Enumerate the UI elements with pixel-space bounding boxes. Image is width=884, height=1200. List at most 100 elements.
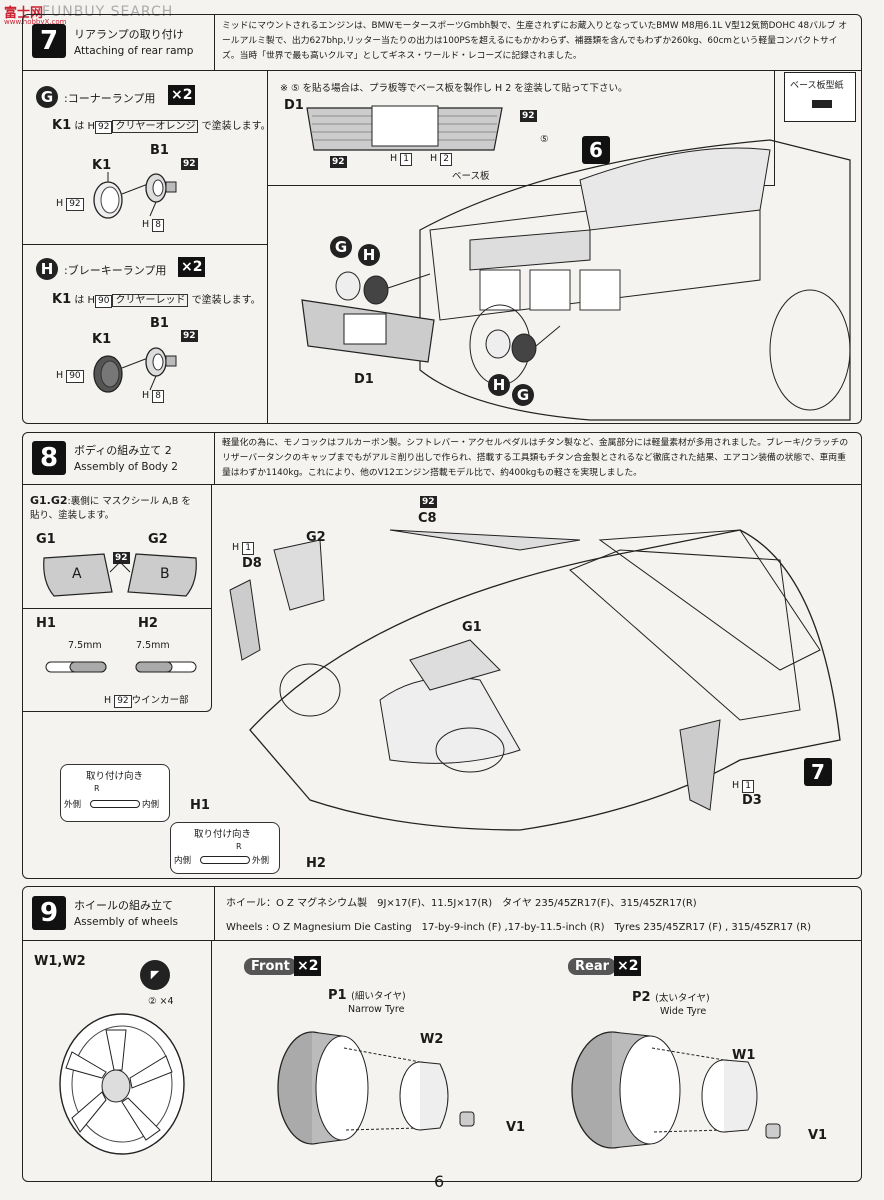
base-template-box [784, 72, 856, 122]
sub-h-label-h90-box: 90 [66, 370, 84, 383]
step7-note: ミッドにマウントされるエンジンは、BMWモータースポーツGmbh製で、生産されず… [222, 21, 848, 61]
mount-dir-h2-title: 取り付け向き [194, 829, 252, 840]
d1-label-inset: D1 [284, 98, 304, 113]
sub-g-label-h8: H 8 [142, 219, 164, 232]
label-g1-note: G1 [36, 532, 56, 547]
front-badge: Front [244, 958, 297, 975]
sub-h-label-h-letter: H [56, 370, 64, 381]
label-p1: P1 (細いタイヤ) [328, 988, 406, 1003]
winker-text: ウインカー部 [131, 695, 189, 706]
wheel-decal-label: ② ×4 [148, 996, 174, 1007]
inset-h1-letter: H [390, 153, 398, 164]
rear-car-drawing [419, 139, 851, 421]
sub-h-label-h90: H 90 [56, 370, 84, 383]
step7-title-jp: リアランプの取り付け [74, 28, 184, 41]
label-h1-note: H1 [36, 616, 56, 631]
step9-title-jp: ホイールの組み立て [74, 899, 173, 912]
sub-h-paint-part: K1 [52, 292, 72, 307]
decal-note-box [268, 70, 775, 186]
rear-lamps-exploded [335, 271, 561, 363]
label-p1-code: P1 [328, 988, 347, 1003]
mount-dir-h1-title: 取り付け向き [86, 771, 144, 782]
step9-spec-jp: ホイール：O Z マグネシウム製 9J×17(F)、11.5J×17(R) タイ… [226, 898, 697, 909]
watermark-logo-sub: www.hobbyX.com [4, 18, 67, 26]
mount-dir-h2-box [170, 822, 280, 874]
decal-note: ※ ⑤ を貼る場合は、プラ板等でベース板を製作し H 2 を塗装して貼って下さい… [280, 83, 628, 94]
inset-h2-letter: H [430, 153, 438, 164]
ref-step-7: 7 [804, 758, 832, 786]
sub-g-lamp-diagram [93, 172, 177, 219]
front-qty: ×2 [294, 956, 322, 976]
label-p2: P2 (太いタイヤ) [632, 990, 710, 1005]
step7-number: 7 [32, 24, 66, 58]
sub-g-label-h8-box: 8 [152, 219, 164, 232]
label-c8: C8 [418, 511, 437, 526]
step7-header-vdivider [214, 14, 215, 70]
mount-dir-h2-inner: 内側 [174, 856, 192, 866]
mask-windows-diagram [43, 553, 197, 597]
step7-left-hdivider [22, 244, 267, 245]
rear-g-badge-bottom: G [512, 384, 534, 406]
sub-h-label-h8-letter: H [142, 390, 150, 401]
sub-g-label-h8-letter: H [142, 219, 150, 230]
sub-h-paint-post: で塗装します。 [191, 295, 261, 306]
label-h1-body: H1 [190, 798, 210, 813]
label-v1-rear: V1 [808, 1128, 828, 1143]
label-g1-body: G1 [462, 620, 482, 635]
step8-number: 8 [32, 441, 66, 475]
rear-g-badge-top: G [330, 236, 352, 258]
sub-h-title: :ブレーキーランプ用 [64, 264, 167, 277]
ref-step-6: 6 [582, 136, 610, 164]
g-note-divider [22, 608, 212, 609]
g-note-text: :裏側に マスクシール A,B を貼り、塗装します。 [30, 496, 191, 521]
wheel-face-drawing [59, 1013, 185, 1155]
label-v1-front: V1 [506, 1120, 526, 1135]
step8-header-vdivider [214, 432, 215, 484]
d8-h1-box: 1 [242, 542, 254, 555]
label-w2: W2 [420, 1032, 444, 1047]
step8-title-jp: ボディの組み立て 2 [74, 444, 172, 457]
d3-h1: H 1 [732, 780, 754, 793]
step8-title-en: Assembly of Body 2 [74, 461, 178, 473]
page-number: 6 [434, 1172, 445, 1191]
winker-h92: 92 [114, 695, 132, 708]
inset-h1: H 1 [390, 153, 412, 166]
dim-h2: 7.5mm [136, 640, 170, 651]
label-p2-en: Wide Tyre [660, 1006, 707, 1017]
sub-g-paint-pre: は [74, 121, 85, 132]
c8-92: 92 [420, 496, 437, 508]
sub-h-label-k1: K1 [92, 332, 112, 347]
step9-title-en: Assembly of wheels [74, 916, 178, 928]
sub-g-badge: G [36, 86, 58, 108]
d1-label-car: D1 [354, 372, 374, 387]
g-note-line: G1.G2:裏側に マスクシール A,B を貼り、塗装します。 [30, 494, 200, 523]
inset-92-a: 92 [520, 110, 537, 122]
sub-g-paint-post: で塗装します。 [201, 121, 271, 132]
step7-title-en: Attaching of rear ramp [74, 45, 194, 57]
d8-h1: H 1 [232, 542, 254, 555]
mount-dir-h2-r: R [236, 842, 242, 851]
sub-g-paint-num: 92 [95, 121, 113, 134]
step8-header-divider [22, 484, 862, 485]
mount-dir-h1-box [60, 764, 170, 822]
front-wheel-exploded [277, 1031, 475, 1145]
mount-dir-h1-outer: 外側 [64, 800, 82, 810]
rear-h-badge-top: H [358, 244, 380, 266]
turn-signal-diagram [45, 661, 197, 673]
sub-g-title: :コーナーランプ用 [64, 92, 156, 105]
dim-h1: 7.5mm [68, 640, 102, 651]
label-h2-body: H2 [306, 856, 326, 871]
base-template-shape [812, 100, 832, 108]
sub-h-badge: H [36, 258, 58, 280]
sub-g-label-b1: B1 [150, 143, 169, 158]
sub-h-label-b1: B1 [150, 316, 169, 331]
rear-wheel-exploded [571, 1031, 781, 1149]
label-w1: W1 [732, 1048, 756, 1063]
label-g2-note: G2 [148, 532, 168, 547]
sub-g-paint-h: H [87, 121, 96, 132]
sub-h-paint-num: 90 [95, 295, 113, 308]
g-note-92: 92 [113, 552, 130, 564]
step7-header-divider [22, 70, 862, 71]
d8-h: H [232, 542, 240, 553]
